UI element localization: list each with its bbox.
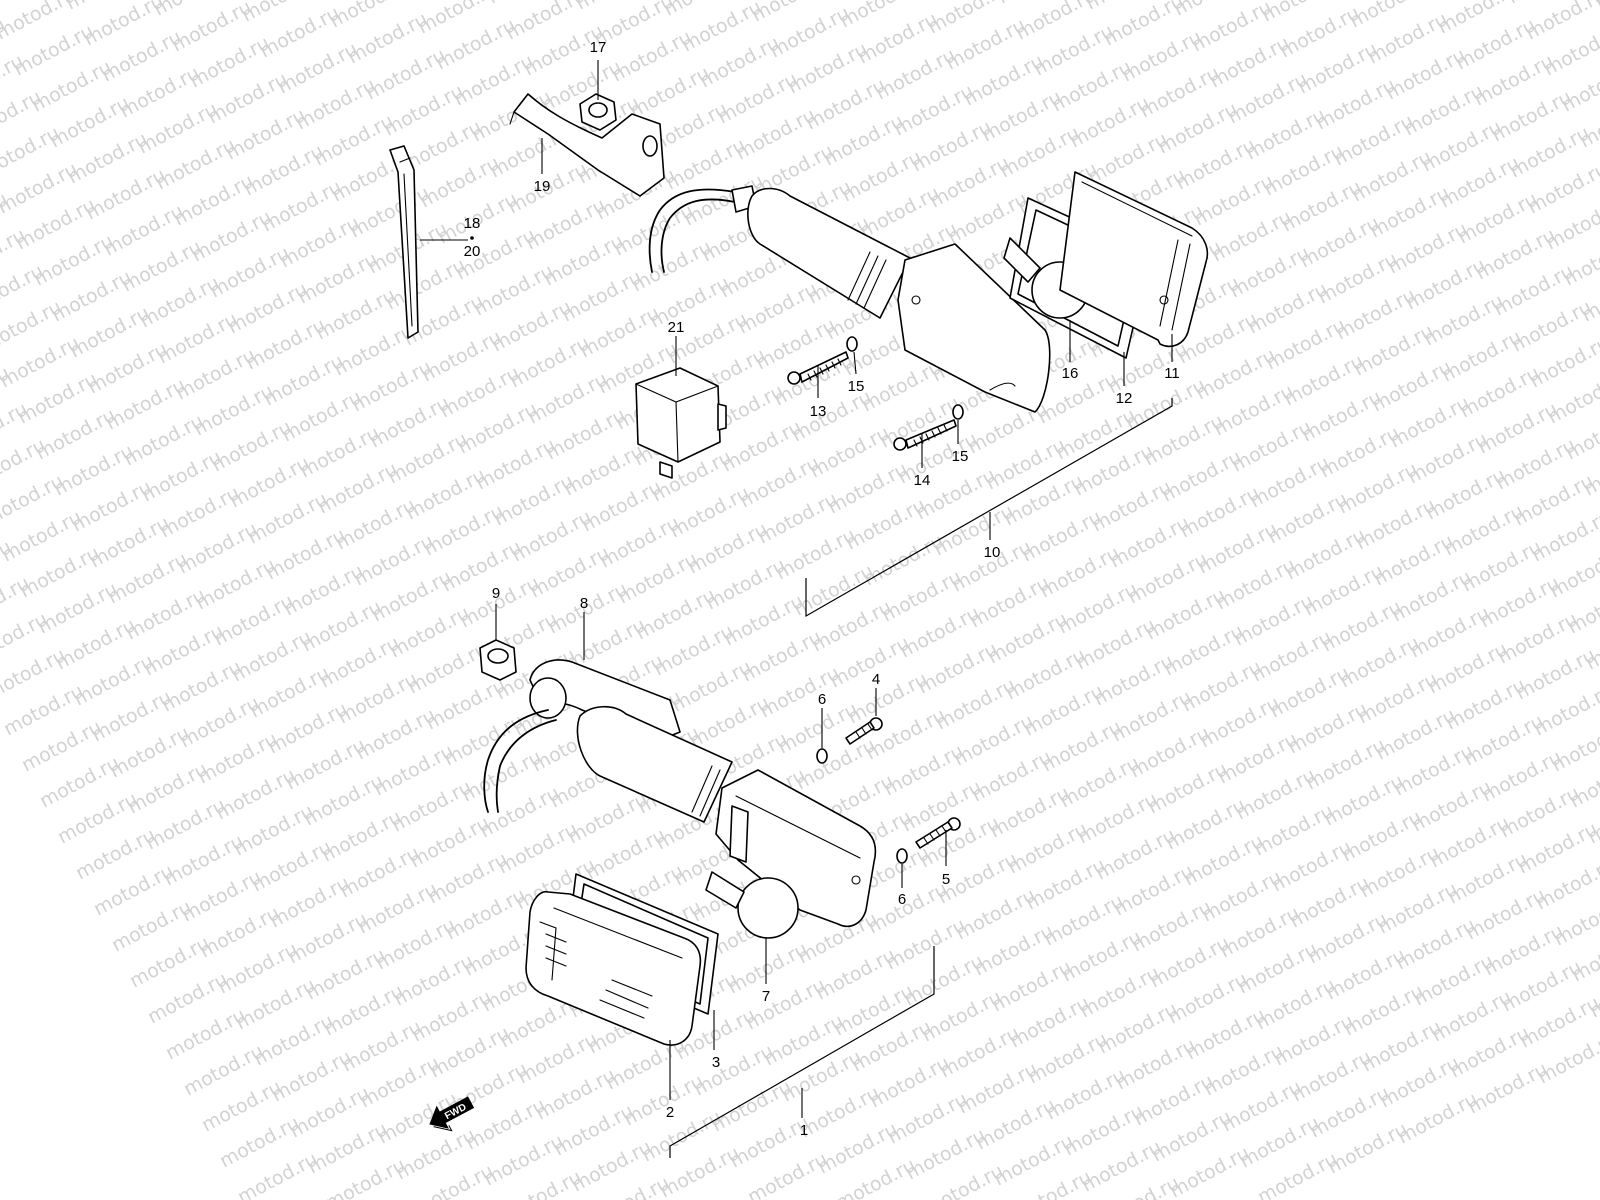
callout-21: 21 xyxy=(668,319,685,336)
callout-16: 16 xyxy=(1062,365,1079,382)
leader-lines xyxy=(420,60,1173,1158)
front-bulb-base xyxy=(705,871,745,909)
callout-6b: 6 xyxy=(898,891,906,908)
washer-15b xyxy=(952,404,964,420)
rear-turn-signal-assembly xyxy=(648,171,1209,413)
callout-17: 17 xyxy=(590,39,607,56)
callout-15b: 15 xyxy=(952,448,969,465)
nut-9 xyxy=(479,639,517,681)
rear-signal-housing xyxy=(897,243,1051,413)
callout-8: 8 xyxy=(580,595,588,612)
callout-10: 10 xyxy=(984,544,1001,561)
nut-17 xyxy=(579,93,617,131)
callout-18: 18 xyxy=(464,215,481,232)
flasher-relay xyxy=(635,367,727,479)
screw-5 xyxy=(915,817,961,849)
callout-4: 4 xyxy=(872,671,880,688)
screw-13 xyxy=(787,351,849,385)
cable-tie xyxy=(389,145,419,339)
front-signal-stem xyxy=(576,705,733,823)
callout-12: 12 xyxy=(1116,390,1133,407)
front-signal-housing xyxy=(715,769,877,928)
callout-19: 19 xyxy=(534,178,551,195)
callout-9: 9 xyxy=(492,585,500,602)
callout-6a: 6 xyxy=(818,691,826,708)
rear-signal-wire-outer xyxy=(660,198,736,273)
callout-15a: 15 xyxy=(848,378,865,395)
front-signal-bulb xyxy=(737,877,799,939)
callout-dot xyxy=(470,236,474,240)
rear-signal-wire xyxy=(648,188,736,273)
callout-13: 13 xyxy=(810,403,827,420)
callout-1: 1 xyxy=(800,1122,808,1139)
washer-15a xyxy=(846,336,858,352)
washer-6a xyxy=(816,748,828,764)
rear-signal-lens xyxy=(1059,171,1209,348)
screw-14 xyxy=(893,419,957,451)
rear-signal-stem xyxy=(747,187,911,319)
mounting-bracket-19 xyxy=(509,93,665,197)
screw-4 xyxy=(845,717,883,745)
callout-20: 20 xyxy=(464,243,481,260)
callout-7: 7 xyxy=(762,988,770,1005)
callout-2: 2 xyxy=(666,1104,674,1121)
callout-labels: 17 18 20 19 21 13 15 14 15 16 12 11 10 9… xyxy=(464,39,1180,1139)
rear-bulb-base xyxy=(1003,237,1041,283)
callout-14: 14 xyxy=(914,472,931,489)
front-signal-lens xyxy=(525,890,702,1046)
callout-5: 5 xyxy=(942,871,950,888)
washer-6b xyxy=(896,848,908,864)
callout-11: 11 xyxy=(1164,365,1180,382)
callout-3: 3 xyxy=(712,1054,720,1071)
front-turn-signal-assembly xyxy=(483,659,877,1046)
